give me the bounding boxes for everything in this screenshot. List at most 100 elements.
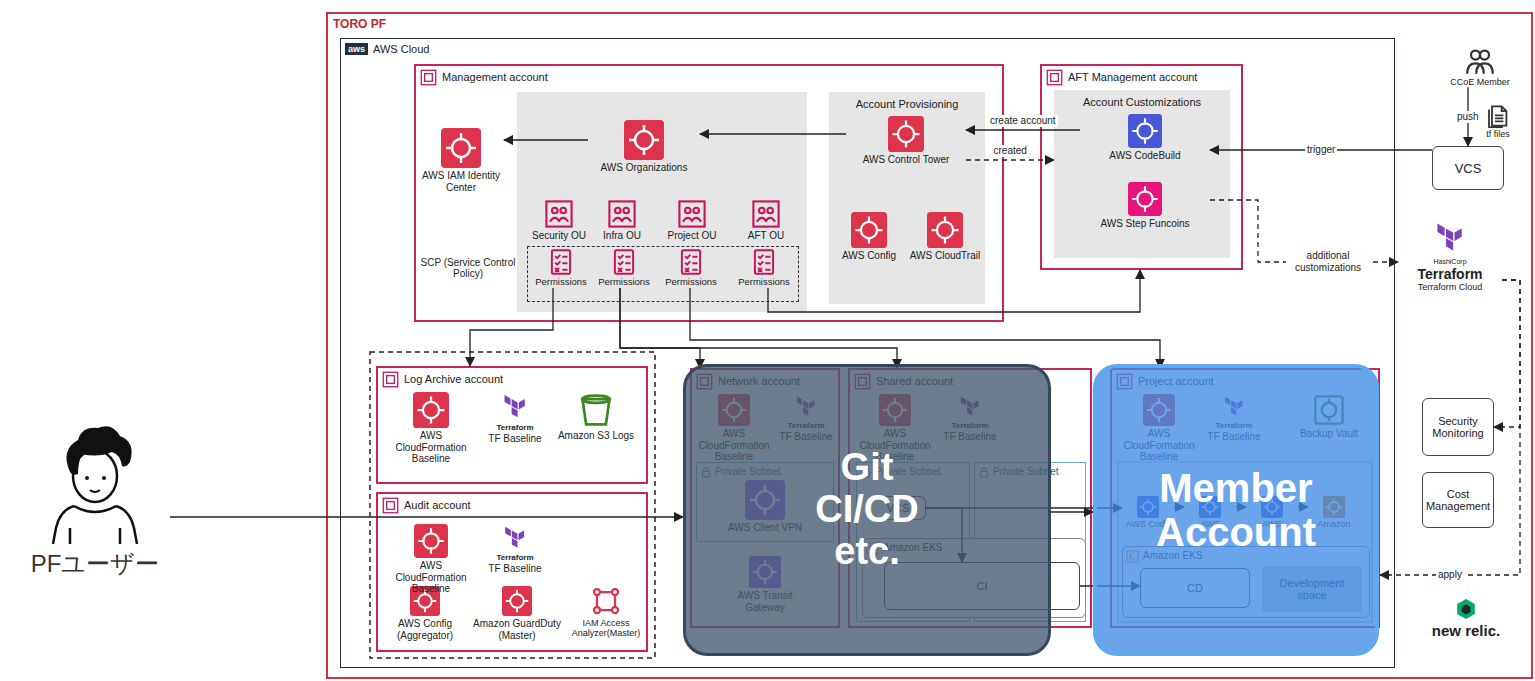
icon-holder: [578, 392, 614, 428]
icon-part: [609, 201, 634, 226]
icon-part: [546, 201, 571, 226]
service-icon: new relic.: [1430, 598, 1502, 639]
icon-holder: [678, 249, 704, 275]
icon-part: [423, 533, 438, 548]
icon-part: [583, 396, 610, 425]
highlight-overlay: Member Account: [1093, 364, 1379, 656]
icon-holder: [851, 212, 887, 248]
icon-part: [1137, 191, 1152, 206]
node-text: AWS Config (Aggregator): [382, 618, 468, 641]
process-box: Cost Management: [1422, 472, 1494, 528]
node-text: Git CI/CD etc.: [797, 447, 937, 572]
icon-holder: [752, 200, 780, 228]
account-icon: [382, 371, 399, 388]
icon-part: [612, 607, 618, 613]
node-text: IAM Access Analyzer(Master): [566, 618, 646, 639]
dashed-group: [370, 352, 655, 658]
node-text: Account Customizations: [1054, 90, 1230, 108]
process-box: Security Monitoring: [1422, 398, 1494, 456]
service-icon: Infra OU: [594, 200, 650, 242]
node-text: Terraform: [496, 423, 533, 432]
connector: [1494, 280, 1520, 427]
service-icon: tf files: [1478, 104, 1518, 139]
icon-part: [618, 255, 630, 272]
icon: [414, 524, 448, 558]
node-text: TORO PF: [333, 17, 386, 31]
icon-holder: [1432, 220, 1468, 256]
icon-part: [767, 208, 773, 214]
icon-holder: [1465, 46, 1495, 76]
icon-part: [594, 607, 600, 613]
icon-part: [446, 133, 476, 163]
node-text: AWS CloudFormation Baseline: [384, 430, 478, 465]
service-icon: AWS Config: [833, 212, 905, 262]
icon-part: [446, 133, 476, 163]
connector: [1174, 506, 1184, 507]
node-text: AWS Config: [842, 250, 896, 262]
service-icon: AWS Config (Aggregator): [382, 586, 468, 641]
connector: [700, 133, 846, 134]
icon-part: [1128, 114, 1162, 148]
account-box: Management accountAWS IAM Identity Cente…: [414, 64, 1004, 322]
node-text: new relic.: [1432, 622, 1500, 639]
icon-part: [861, 222, 877, 238]
connector: [504, 139, 588, 140]
icon-holder: [40, 420, 150, 544]
service-icon: Permissions: [662, 249, 720, 288]
node-text: HashiCorp: [1433, 258, 1466, 266]
edge-label: create account: [988, 115, 1058, 127]
icon-part: [502, 586, 532, 616]
icon-part: [682, 250, 700, 273]
icon-part: [418, 528, 444, 554]
icon: [752, 200, 780, 228]
icon-part: [1051, 74, 1059, 82]
connector: [1080, 585, 1140, 586]
service-icon: Security OU: [528, 200, 590, 242]
connector: [966, 159, 1054, 160]
icon-part: [505, 527, 524, 548]
icon: [1046, 69, 1063, 86]
service-icon: Permissions: [530, 249, 592, 288]
icon-part: [683, 218, 701, 222]
connector: [926, 508, 962, 562]
connector: [690, 288, 1160, 368]
node-text: AWS CloudFormation Baseline: [384, 560, 478, 595]
icon-part: [893, 121, 920, 148]
node-text: tf files: [1486, 129, 1510, 139]
node-text: Amazon GuardDuty (Master): [470, 618, 564, 641]
icon: [420, 69, 437, 86]
icon-part: [757, 218, 775, 222]
icon: [502, 586, 532, 616]
icon-part: [410, 586, 440, 616]
node-text: Member Account: [1116, 466, 1356, 554]
icon-holder: [413, 392, 449, 428]
icon: [591, 586, 621, 616]
icon-part: [383, 372, 397, 386]
icon-part: [1047, 70, 1061, 84]
service-icon: CCoE Member: [1430, 46, 1530, 87]
icon-holder: [1455, 598, 1477, 620]
connector: [1380, 280, 1520, 575]
icon-part: [932, 217, 959, 244]
icon: [624, 120, 664, 160]
icon: [382, 371, 399, 388]
icon: [1128, 114, 1162, 148]
node-text: VCS: [1455, 161, 1482, 176]
icon-part: [623, 208, 629, 214]
icon-part: [418, 528, 444, 554]
icon-part: [510, 594, 524, 608]
service-icon: AWS CloudFormation Baseline: [384, 392, 478, 465]
icon-part: [1457, 599, 1475, 619]
node-text: AWS Organizations: [601, 162, 688, 174]
icon: [382, 497, 399, 514]
icon-part: [1132, 118, 1158, 144]
policy-group: SCP (Service Control Policy)PermissionsP…: [527, 246, 799, 302]
icon-part: [1132, 186, 1158, 212]
node-text: aws: [345, 43, 368, 55]
account-icon: [382, 497, 399, 514]
icon-part: [66, 426, 131, 474]
icon: [578, 392, 614, 428]
icon-part: [583, 396, 610, 403]
node-text: AWS CloudTrail: [910, 250, 980, 262]
icon-part: [1462, 605, 1471, 615]
